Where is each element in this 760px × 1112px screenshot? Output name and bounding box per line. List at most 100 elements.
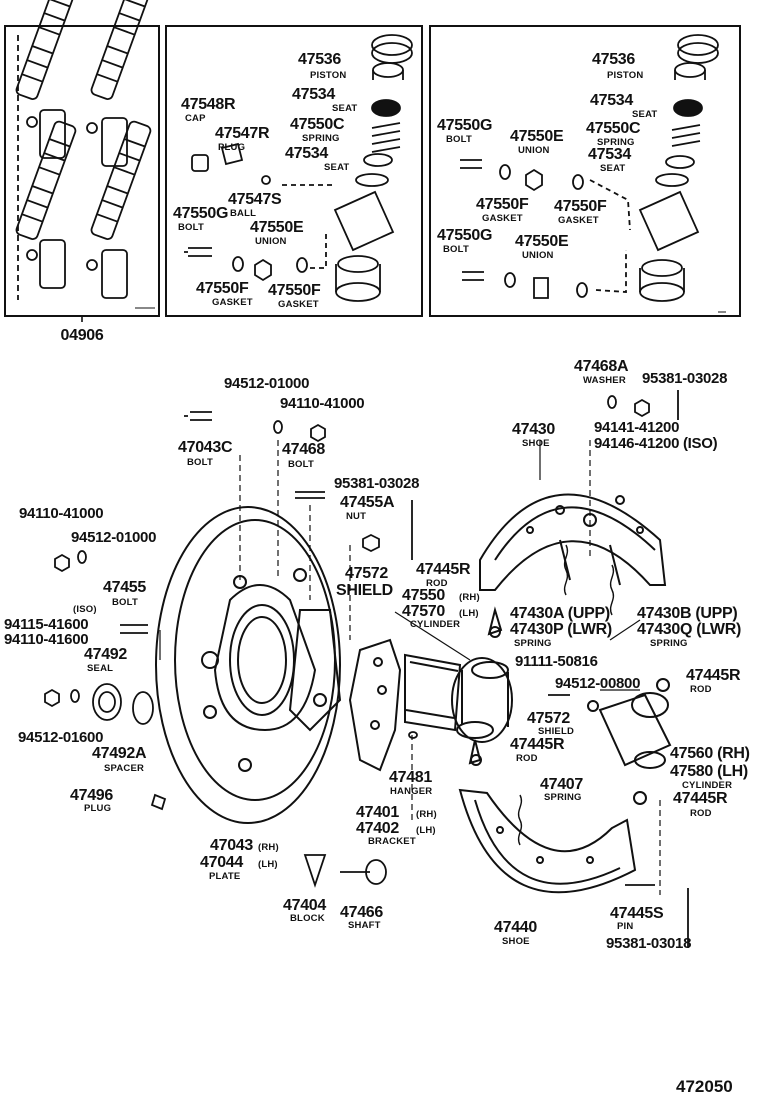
label-union-name-r1: UNION bbox=[518, 145, 550, 156]
label-gasket-part-r2: 47550F bbox=[554, 198, 607, 215]
kit-box-right bbox=[429, 25, 741, 317]
label-spring-c-part-m: 47550C bbox=[290, 116, 345, 133]
label-union-e-part-r1: 47550E bbox=[510, 128, 564, 145]
label-shield-part-1: 47572 bbox=[345, 565, 388, 582]
label-gasket-part-m2: 47550F bbox=[268, 282, 321, 299]
label-9411041000-left: 94110-41000 bbox=[19, 505, 104, 522]
label-plug-r-name: PLUG bbox=[218, 142, 246, 153]
diagram-id: 472050 bbox=[676, 1077, 733, 1096]
label-gasket-part-r1: 47550F bbox=[476, 196, 529, 213]
label-47043c: 47043C bbox=[178, 439, 233, 456]
wheel-cylinder-center bbox=[451, 606, 513, 766]
backing-plate bbox=[155, 506, 342, 824]
label-spring-b: 47430B (UPP) bbox=[637, 605, 738, 622]
label-47043c-name: BOLT bbox=[187, 457, 213, 468]
label-spring-47407: 47407 bbox=[540, 776, 583, 793]
label-block-part: 47404 bbox=[283, 897, 326, 914]
label-47455a: 47455A bbox=[340, 494, 395, 511]
label-spring-name-3: SPRING bbox=[544, 792, 582, 803]
label-pin-part: 47445S bbox=[610, 905, 664, 922]
label-9414141200: 94141-41200 bbox=[594, 419, 680, 436]
label-bracket-lh: 47402 bbox=[356, 820, 399, 837]
label-seat-part-r2: 47534 bbox=[588, 146, 631, 163]
label-shoe-lower-name: SHOE bbox=[502, 936, 530, 947]
label-plug-r-part: 47547R bbox=[215, 125, 270, 142]
label-bolt-name-r1: BOLT bbox=[446, 134, 472, 145]
shoe-upper bbox=[479, 493, 667, 616]
label-cyl-47580: 47580 (LH) bbox=[670, 763, 748, 780]
label-plug-part: 47496 bbox=[70, 787, 113, 804]
label-shaft-part: 47466 bbox=[340, 904, 383, 921]
label-47468: 47468 bbox=[282, 441, 325, 458]
label-plate-lh-tag: (LH) bbox=[258, 859, 278, 870]
label-shield-word: SHIELD bbox=[336, 582, 393, 599]
label-ball-name: BALL bbox=[230, 208, 257, 219]
label-ball-part: 47547S bbox=[228, 191, 282, 208]
label-9411041000-top: 94110-41000 bbox=[280, 395, 365, 412]
label-seat-name-r1: SEAT bbox=[632, 109, 658, 120]
label-gasket-name-m2: GASKET bbox=[278, 299, 319, 310]
kit-right-parts bbox=[460, 34, 726, 313]
shield bbox=[404, 653, 462, 732]
label-shoe-lower: 47440 bbox=[494, 919, 537, 936]
label-9414641200: 94146-41200 (ISO) bbox=[594, 435, 718, 452]
label-cap-part: 47548R bbox=[181, 96, 236, 113]
label-rod-part-1: 47445R bbox=[416, 561, 471, 578]
label-piston-name-r: PISTON bbox=[607, 70, 644, 81]
label-hanger-name: HANGER bbox=[390, 786, 433, 797]
label-spring-name-1: SPRING bbox=[514, 638, 552, 649]
label-plate-lh: 47044 bbox=[200, 854, 243, 871]
label-rod-name-4: ROD bbox=[690, 808, 712, 819]
label-bolt-g-part-r1: 47550G bbox=[437, 117, 493, 134]
label-9451201600: 94512-01600 bbox=[18, 729, 104, 746]
label-union-e-part-m: 47550E bbox=[250, 219, 304, 236]
label-seal-name: SEAL bbox=[87, 663, 114, 674]
label-9538103018: 95381-03018 bbox=[606, 935, 692, 952]
label-hanger-part: 47481 bbox=[389, 769, 432, 786]
label-9538103028-right: 95381-03028 bbox=[642, 370, 728, 387]
label-rod-part-2: 47445R bbox=[686, 667, 741, 684]
label-piston-name-m: PISTON bbox=[310, 70, 347, 81]
label-union-name-m: UNION bbox=[255, 236, 287, 247]
label-47455a-name: NUT bbox=[346, 511, 367, 522]
label-iso: (ISO) bbox=[73, 604, 97, 615]
label-seat-name-m1: SEAT bbox=[332, 103, 358, 114]
label-kit-04906: 04906 bbox=[60, 327, 104, 344]
label-union-e-part-r2: 47550E bbox=[515, 233, 569, 250]
label-spring-q: 47430Q (LWR) bbox=[637, 621, 741, 638]
kit-middle-parts bbox=[184, 34, 413, 302]
label-9451200800: 94512-00800 bbox=[555, 675, 641, 692]
label-shield-name: SHIELD bbox=[538, 726, 575, 737]
label-pin-name: PIN bbox=[617, 921, 634, 932]
label-rod-part-3: 47445R bbox=[510, 736, 565, 753]
label-9111150816: 91111-50816 bbox=[515, 653, 598, 670]
label-block-name: BLOCK bbox=[290, 913, 325, 924]
label-gasket-name-m1: GASKET bbox=[212, 297, 253, 308]
label-plug-name: PLUG bbox=[84, 803, 112, 814]
label-plate-rh: 47043 bbox=[210, 837, 253, 854]
label-9411541600: 94115-41600 bbox=[4, 616, 89, 633]
label-spring-c-name-m: SPRING bbox=[302, 133, 340, 144]
label-bolt-g-part-m: 47550G bbox=[173, 205, 229, 222]
label-9411041600: 94110-41600 bbox=[4, 631, 89, 648]
shoe-lower bbox=[458, 788, 637, 894]
label-seal-part: 47492 bbox=[84, 646, 127, 663]
label-seat-name-m2: SEAT bbox=[324, 162, 350, 173]
label-piston-part-m: 47536 bbox=[298, 51, 341, 68]
wheel-cylinder-right bbox=[587, 678, 672, 805]
label-9538103028-mid: 95381-03028 bbox=[334, 475, 420, 492]
label-rod-name-3: ROD bbox=[516, 753, 538, 764]
label-piston-part-r: 47536 bbox=[592, 51, 635, 68]
small-parts bbox=[44, 390, 689, 948]
label-gasket-name-r2: GASKET bbox=[558, 215, 599, 226]
label-seat-part-m1: 47534 bbox=[292, 86, 335, 103]
label-union-name-r2: UNION bbox=[522, 250, 554, 261]
bracket bbox=[348, 638, 402, 772]
label-9451201000-top: 94512-01000 bbox=[224, 375, 310, 392]
leader-lines bbox=[159, 440, 661, 895]
label-seat-part-r1: 47534 bbox=[590, 92, 633, 109]
label-plate-name: PLATE bbox=[209, 871, 241, 882]
label-washer-name: WASHER bbox=[583, 375, 626, 386]
label-cyl-rh: (RH) bbox=[459, 592, 480, 603]
